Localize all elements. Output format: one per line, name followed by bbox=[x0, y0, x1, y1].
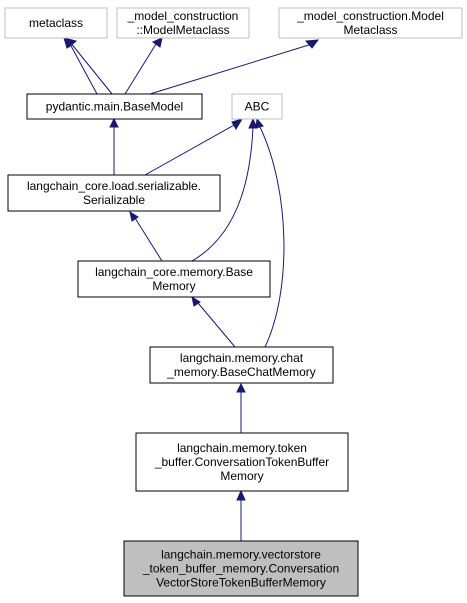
arrowhead-icon bbox=[151, 37, 163, 48]
inheritance-edge-serializable-to-base-model bbox=[109, 117, 119, 175]
inheritance-edge-base-memory-to-serializable bbox=[129, 210, 163, 262]
class-node-label-line: Memory bbox=[152, 279, 195, 293]
edge-line bbox=[124, 43, 157, 95]
class-node-box bbox=[7, 174, 221, 212]
class-node-label-line: _model_construction.Model bbox=[296, 9, 444, 23]
edge-line bbox=[191, 126, 254, 262]
class-node-label-line: langchain.memory.chat bbox=[180, 351, 304, 365]
class-node-label-line: ::ModelMetaclass bbox=[136, 23, 229, 37]
class-node-label-line: _buffer.ConversationTokenBuffer bbox=[154, 455, 329, 469]
class-node-label-line: Serializable bbox=[83, 193, 145, 207]
class-node-base-model[interactable]: pydantic.main.BaseModel bbox=[26, 93, 203, 120]
class-node-label-line: _token_buffer_memory.Conversation bbox=[142, 562, 339, 576]
class-node-metaclass[interactable]: metaclass bbox=[4, 7, 108, 39]
class-node-label-line: VectorStoreTokenBufferMemory bbox=[156, 576, 326, 590]
arrowhead-icon bbox=[236, 382, 246, 393]
class-node-label-line: _model_construction bbox=[127, 9, 239, 23]
class-node-label-line: metaclass bbox=[29, 16, 83, 30]
class-node-label-line: langchain.memory.token bbox=[177, 441, 307, 455]
class-node-label-line: langchain.memory.vectorstore bbox=[161, 548, 321, 562]
inheritance-edge-token-buffer-memory-to-base-chat-memory bbox=[236, 382, 246, 433]
inheritance-edge-serializable-to-abc bbox=[144, 118, 244, 176]
class-node-box bbox=[231, 93, 283, 120]
class-node-model-metaclass-dot[interactable]: _model_construction.ModelMetaclass bbox=[278, 7, 463, 39]
arrowhead-icon bbox=[63, 37, 78, 48]
class-node-box bbox=[278, 7, 463, 39]
edge-line bbox=[197, 302, 236, 348]
arrowhead-icon bbox=[109, 117, 119, 128]
class-node-abc[interactable]: ABC bbox=[231, 93, 283, 120]
class-node-token-buffer-memory[interactable]: langchain.memory.token_buffer.Conversati… bbox=[135, 432, 349, 492]
inheritance-edge-base-memory-to-abc bbox=[191, 117, 258, 262]
class-node-box bbox=[4, 7, 108, 39]
arrowhead-icon bbox=[255, 117, 264, 129]
class-node-vectorstore-token-buffer-memory[interactable]: langchain.memory.vectorstore_token_buffe… bbox=[123, 540, 359, 597]
edge-line bbox=[134, 217, 163, 262]
class-node-label-line: pydantic.main.BaseModel bbox=[46, 100, 183, 114]
inheritance-edge-base-model-to-model-metaclass-dot bbox=[149, 39, 320, 95]
class-node-box bbox=[123, 540, 359, 597]
class-node-box bbox=[77, 260, 271, 298]
inheritance-edge-base-chat-memory-to-base-memory bbox=[191, 295, 236, 348]
edge-line bbox=[69, 41, 113, 95]
class-node-label-line: Metaclass bbox=[343, 23, 397, 37]
edge-line bbox=[69, 43, 98, 95]
class-node-label-line: langchain_core.load.serializable. bbox=[27, 179, 201, 193]
class-node-box bbox=[116, 7, 250, 39]
inheritance-edge-base-model-to-model-metaclass-ns bbox=[124, 37, 163, 95]
arrowhead-icon bbox=[236, 489, 246, 501]
inheritance-edge-vectorstore-token-buffer-memory-to-token-buffer-memory bbox=[236, 489, 246, 541]
arrowhead-icon bbox=[129, 210, 139, 222]
class-node-box bbox=[26, 93, 203, 120]
class-node-label-line: Memory bbox=[220, 469, 263, 483]
edge-line bbox=[149, 43, 313, 95]
class-node-label-line: _memory.BaseChatMemory bbox=[166, 365, 316, 379]
inheritance-edge-base-model-to-metaclass-2 bbox=[63, 37, 113, 95]
class-node-model-metaclass-ns[interactable]: _model_construction::ModelMetaclass bbox=[116, 7, 250, 39]
class-node-box bbox=[149, 346, 334, 384]
arrowhead-icon bbox=[191, 295, 201, 307]
class-node-label-line: langchain_core.memory.Base bbox=[95, 265, 253, 279]
class-node-box bbox=[135, 432, 349, 492]
edge-line bbox=[144, 123, 237, 176]
class-node-label-line: ABC bbox=[245, 100, 270, 114]
class-node-serializable[interactable]: langchain_core.load.serializable.Seriali… bbox=[7, 174, 221, 212]
arrowhead-icon bbox=[304, 39, 320, 49]
class-node-base-chat-memory[interactable]: langchain.memory.chat_memory.BaseChatMem… bbox=[149, 346, 334, 384]
inheritance-edge-base-chat-memory-to-abc bbox=[255, 117, 285, 348]
arrowhead-icon bbox=[231, 118, 244, 130]
arrowhead-icon bbox=[248, 117, 258, 129]
edge-line bbox=[259, 126, 285, 348]
